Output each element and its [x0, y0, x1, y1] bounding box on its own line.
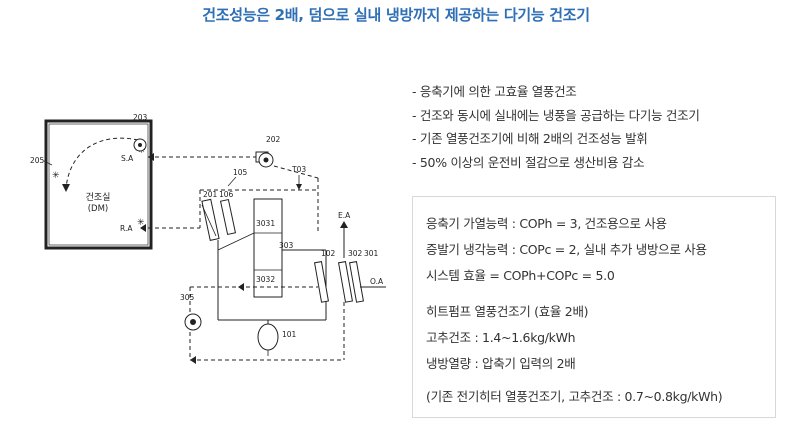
label-205: 205 — [30, 156, 45, 165]
feature-item: - 건조와 동시에 실내에는 냉풍을 공급하는 다기능 건조기 — [412, 107, 700, 123]
temp-sensor-t03 — [296, 184, 302, 190]
spec-pepper-drying: 고추건조 : 1.4~1.6kg/kWh — [426, 330, 576, 345]
room-airflow-arrow — [65, 137, 139, 189]
coil-301 — [348, 261, 364, 303]
label-305: 305 — [180, 293, 195, 302]
drying-room-label: 건조실 — [86, 192, 111, 203]
label-302: 302 — [348, 249, 363, 258]
label-202: 202 — [266, 135, 281, 144]
label-ra: R.A — [120, 224, 133, 233]
label-101: 101 — [282, 330, 297, 339]
label-t03: T03 — [291, 165, 306, 174]
label-102: 102 — [321, 249, 336, 258]
label-3031: 3031 — [256, 219, 275, 228]
label-106: 106 — [219, 190, 234, 199]
drying-room-box — [44, 119, 153, 250]
feature-item: - 응축기에 의한 고효율 열풍건조 — [412, 84, 577, 99]
drying-room-inner — [48, 123, 149, 246]
duct-202-right — [273, 165, 319, 179]
room-fan-symbol: ✳ — [52, 171, 60, 181]
feature-list: - 응축기에 의한 고효율 열풍건조 - 건조와 동시에 실내에는 냉풍을 공급… — [412, 80, 700, 174]
label-301: 301 — [364, 249, 379, 258]
coil-106 — [219, 198, 237, 236]
spec-system-efficiency: 시스템 효율 = COPh+COPc = 5.0 — [426, 268, 615, 283]
spec-cooling-capacity: 증발기 냉각능력 : COPc = 2, 실내 추가 냉방으로 사용 — [426, 242, 707, 257]
room-fan-symbol: ✳ — [137, 218, 145, 228]
compressor-101 — [257, 323, 279, 351]
unit-303 — [253, 198, 283, 298]
spec-comparison-note: (기존 전기히터 열풍건조기, 고추건조 : 0.7~0.8kg/kWh) — [426, 389, 723, 404]
spec-heating-capacity: 응축기 가열능력 : COPh = 3, 건조용으로 사용 — [426, 216, 667, 231]
condenser-201 — [201, 198, 220, 241]
label-203: 203 — [133, 113, 148, 122]
coil-302 — [337, 261, 353, 303]
heat-pump-dryer-diagram: 건조실 (DM) ✳ ✳ ✳ 203 205 S.A R.A 202 T03 1… — [30, 113, 386, 364]
room-airflow-arrowhead — [62, 184, 70, 192]
label-303: 303 — [279, 241, 294, 250]
spec-cooling-heat: 냉방열량 : 압축기 입력의 2배 — [426, 356, 576, 371]
spec-heat-pump-title: 히트펌프 열풍건조기 (효율 2배) — [426, 304, 589, 319]
label-3032: 3032 — [256, 275, 275, 284]
label-201: 201 — [203, 190, 218, 199]
page-title: 건조성능은 2배, 덤으로 실내 냉방까지 제공하는 다기능 건조기 — [202, 6, 590, 24]
spec-box: 응축기 가열능력 : COPh = 3, 건조용으로 사용 증발기 냉각능력 :… — [412, 196, 776, 418]
drying-room-sublabel: (DM) — [88, 204, 109, 214]
label-ea: E.A — [338, 211, 351, 220]
feature-item: - 기존 열풍건조기에 비해 2배의 건조성능 발휘 — [412, 131, 648, 146]
coil-102 — [313, 261, 329, 303]
label-oa: O.A — [370, 277, 384, 286]
feature-item: - 50% 이상의 운전비 절감으로 생산비용 감소 — [412, 154, 645, 170]
label-105: 105 — [233, 168, 248, 177]
leader-205 — [43, 160, 53, 166]
label-sa: S.A — [121, 154, 134, 163]
